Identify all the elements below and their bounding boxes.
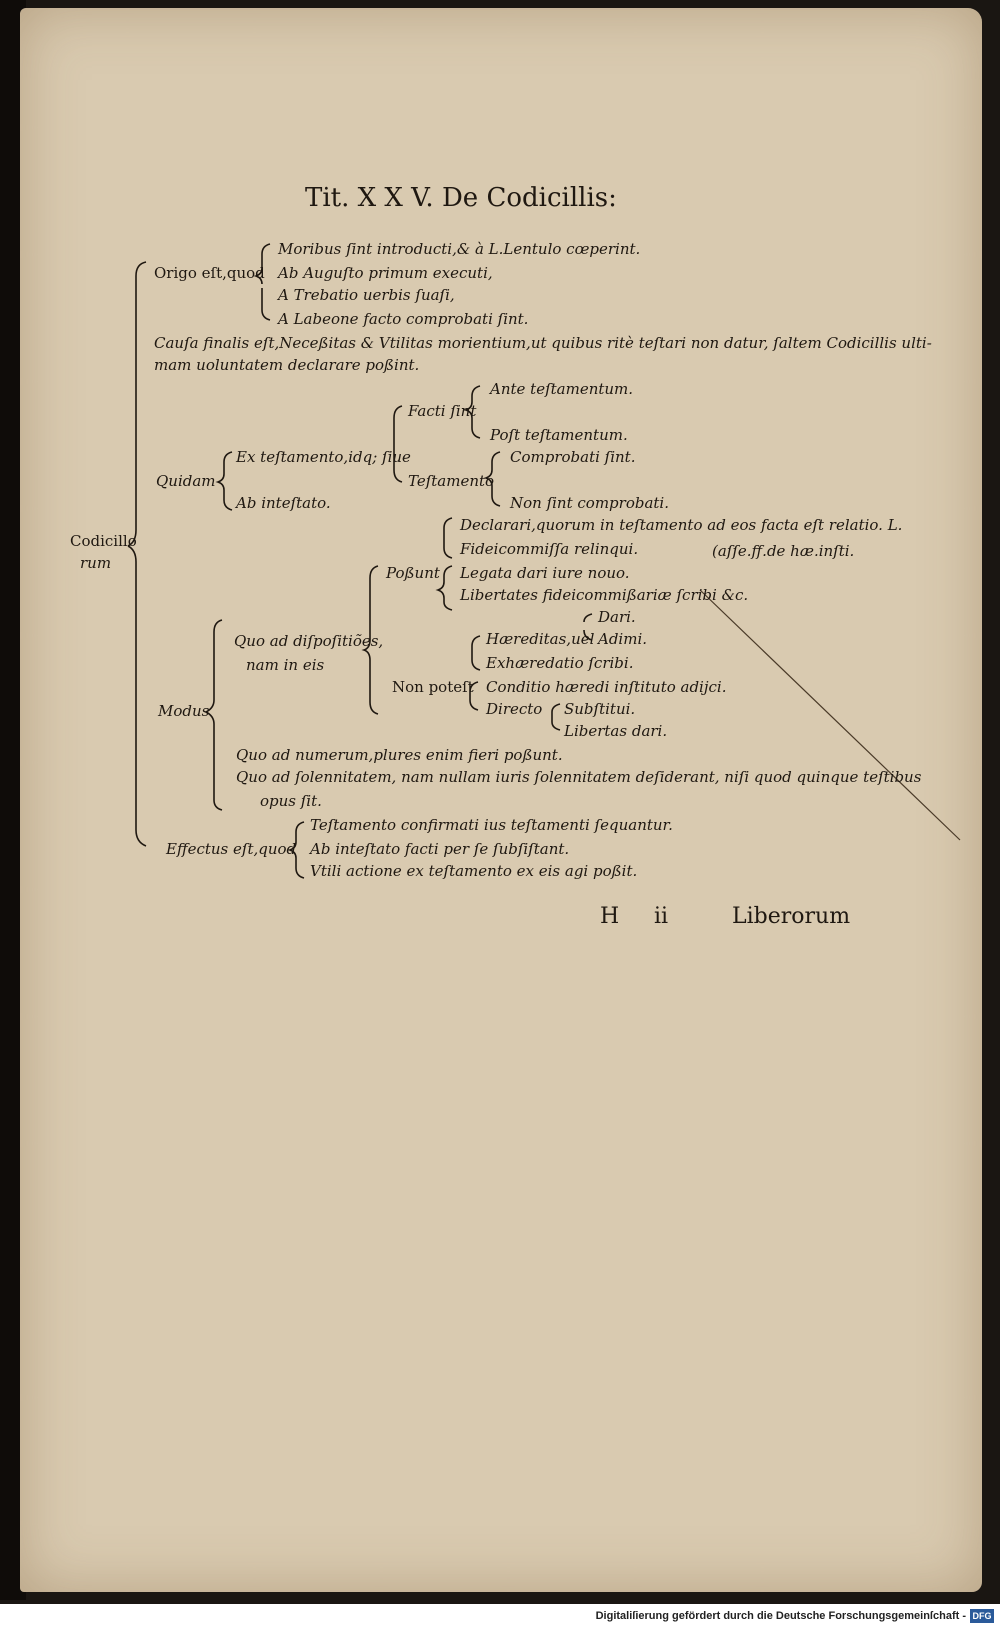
root-label-line1: Codicillo xyxy=(70,532,137,550)
nonpotest-item-directo: Directo xyxy=(486,700,543,718)
possunt-item-libertates: Libertates fideicommißariæ ſcribi &c. xyxy=(460,586,749,604)
origo-label: Origo eſt,quod xyxy=(154,264,265,282)
nonpotest-item-conditio: Conditio hæredi inſtituto adijci. xyxy=(486,678,727,696)
facti-item-1: Ante teſtamentum. xyxy=(490,380,634,398)
effectus-label: Effectus eſt,quod xyxy=(166,840,297,858)
quidam-item-1: Ex teſtamento,idq; ſiue xyxy=(236,448,411,466)
testamento-item-2: Non ſint comprobati. xyxy=(510,494,669,512)
testamento-item-1: Comprobati ſint. xyxy=(510,448,636,466)
origo-item-1: Moribus ſint introducti,& à L.Lentulo cœ… xyxy=(278,240,641,258)
effectus-item-2: Ab inteſtato facti per ſe ſubſiſtant. xyxy=(310,840,570,858)
possunt-item-legata: Legata dari iure nouo. xyxy=(460,564,630,582)
effectus-item-1: Teſtamento confirmati ius teſtamenti ſeq… xyxy=(310,816,673,834)
dfg-logo: DFG xyxy=(970,1609,994,1623)
facti-label: Facti ſint xyxy=(408,402,477,420)
solennitas-line-2: opus ſit. xyxy=(260,792,322,810)
causa-line-1: Cauſa finalis eſt,Neceßitas & Vtilitas m… xyxy=(154,334,932,352)
possunt-label: Poßunt xyxy=(386,564,440,582)
signature-number: ii xyxy=(654,904,669,929)
quidam-item-2: Ab inteſtato. xyxy=(236,494,331,512)
causa-line-2: mam uoluntatem declarare poßint. xyxy=(154,356,420,374)
root-label-line2: rum xyxy=(80,554,112,572)
nonpotest-item-substitui: Subſtitui. xyxy=(564,700,636,718)
nonpotest-item-adimi: Adimi. xyxy=(598,630,648,648)
testamento-label: Teſtamento xyxy=(408,472,495,490)
origo-item-3: A Trebatio uerbis ſuaſi, xyxy=(278,286,455,304)
dispositio-line-1: Quo ad diſpoſitiões, xyxy=(234,632,384,650)
nonpotest-label: Non poteſt xyxy=(392,678,474,696)
nonpotest-item-hereditas: Hæreditas,uel xyxy=(486,630,595,648)
catchword: Liberorum xyxy=(732,904,851,929)
possunt-item-fideicommissa: Fideicommiſſa relinqui. xyxy=(460,540,639,558)
origo-item-4: A Labeone facto comprobati ſint. xyxy=(278,310,529,328)
digitization-note: Digitaliſierung gefördert durch die Deut… xyxy=(595,1610,966,1622)
signature-mark: H xyxy=(600,904,620,929)
nonpotest-item-dari: Dari. xyxy=(598,608,636,626)
quidam-label: Quidam xyxy=(156,472,216,490)
facti-item-2: Poſt teſtamentum. xyxy=(490,426,628,444)
origo-item-2: Ab Auguſto primum executi, xyxy=(278,264,493,282)
nonpotest-item-exheredatio: Exhæredatio ſcribi. xyxy=(486,654,634,672)
possunt-citation: (aſſe.ff.de hæ.inſti. xyxy=(712,542,855,560)
nonpotest-item-libertas: Libertas dari. xyxy=(564,722,668,740)
modus-label: Modus xyxy=(158,702,210,720)
possunt-item-declarari: Declarari,quorum in teſtamento ad eos fa… xyxy=(460,516,903,534)
numerus-line: Quo ad numerum,plures enim fieri poßunt. xyxy=(236,746,563,764)
digitization-bar: Digitaliſierung gefördert durch die Deut… xyxy=(0,1604,1000,1626)
dispositio-line-2: nam in eis xyxy=(246,656,325,674)
effectus-item-3: Vtili actione ex teſtamento ex eis agi p… xyxy=(310,862,638,880)
solennitas-line-1: Quo ad ſolennitatem, nam nullam iuris ſo… xyxy=(236,768,922,786)
page-title: Tit. X X V. De Codicillis: xyxy=(305,183,617,213)
